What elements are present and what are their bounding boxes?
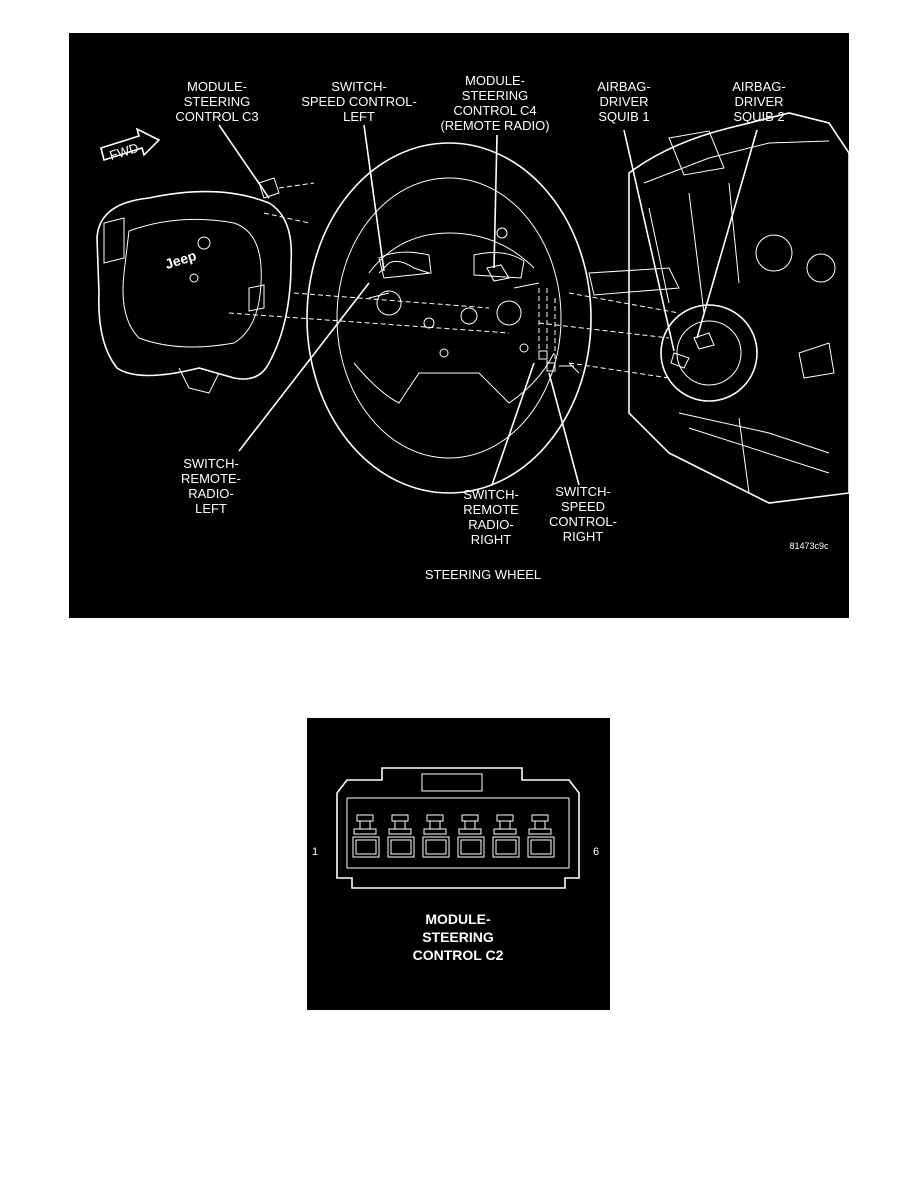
connector-pin	[492, 814, 520, 858]
steering-column	[588, 112, 849, 504]
leader-lines	[218, 124, 758, 486]
connector-pin	[352, 814, 380, 858]
svg-text:SQUIB 1: SQUIB 1	[598, 109, 649, 124]
connector-pin	[387, 814, 415, 858]
fwd-label: FWD	[108, 140, 141, 163]
svg-text:SQUIB 2: SQUIB 2	[733, 109, 784, 124]
svg-text:STEERING: STEERING	[184, 94, 250, 109]
svg-text:LEFT: LEFT	[195, 501, 227, 516]
svg-text:MODULE-: MODULE-	[465, 73, 525, 88]
svg-text:SPEED: SPEED	[561, 499, 605, 514]
svg-text:STEERING: STEERING	[422, 929, 494, 945]
svg-text:DRIVER: DRIVER	[599, 94, 648, 109]
svg-text:RIGHT: RIGHT	[471, 532, 512, 547]
svg-text:AIRBAG-: AIRBAG-	[597, 79, 650, 94]
svg-text:MODULE-: MODULE-	[425, 911, 491, 927]
svg-text:SWITCH-: SWITCH-	[183, 456, 239, 471]
svg-text:REMOTE: REMOTE	[463, 502, 519, 517]
svg-text:CONTROL-: CONTROL-	[549, 514, 617, 529]
callout-module-c4: MODULE- STEERING CONTROL C4 (REMOTE RADI…	[440, 73, 549, 133]
jeep-logo: Jeep	[163, 247, 198, 272]
assembly-lines	[228, 182, 680, 379]
svg-text:MODULE-: MODULE-	[187, 79, 247, 94]
connector-pins	[352, 814, 555, 858]
callout-squib-1: AIRBAG- DRIVER SQUIB 1	[597, 79, 650, 124]
connector-title: MODULE- STEERING CONTROL C2	[413, 911, 504, 963]
svg-text:DRIVER: DRIVER	[734, 94, 783, 109]
svg-text:SWITCH-: SWITCH-	[331, 79, 387, 94]
figure-ref-code: 81473c9c	[789, 541, 829, 551]
pin-6-label: 6	[593, 846, 599, 858]
connector-pin	[422, 814, 450, 858]
svg-text:CONTROL C2: CONTROL C2	[413, 947, 504, 963]
svg-text:STEERING: STEERING	[462, 88, 528, 103]
fwd-arrow: FWD	[100, 127, 161, 163]
steering-wheel	[306, 142, 592, 494]
svg-text:SWITCH-: SWITCH-	[555, 484, 611, 499]
callout-switch-speed-left: SWITCH- SPEED CONTROL- LEFT	[301, 79, 417, 124]
callout-remote-radio-right: SWITCH- REMOTE RADIO- RIGHT	[463, 487, 519, 547]
connector-pin	[457, 814, 485, 858]
wiring	[258, 177, 715, 374]
connector-c2-diagram: 1 6 MODULE- STEERING CONTROL C2	[307, 718, 610, 1010]
connector-drawing: 1 6 MODULE- STEERING CONTROL C2	[312, 767, 599, 963]
svg-text:AIRBAG-: AIRBAG-	[732, 79, 785, 94]
svg-text:RADIO-: RADIO-	[468, 517, 514, 532]
svg-text:CONTROL C4: CONTROL C4	[453, 103, 536, 118]
callout-module-c3: MODULE- STEERING CONTROL C3	[175, 79, 258, 124]
airbag-module: Jeep	[96, 190, 293, 394]
diagram-title: STEERING WHEEL	[425, 567, 541, 582]
connector-body	[336, 767, 580, 889]
svg-text:(REMOTE RADIO): (REMOTE RADIO)	[440, 118, 549, 133]
svg-text:RIGHT: RIGHT	[563, 529, 604, 544]
svg-text:REMOTE-: REMOTE-	[181, 471, 241, 486]
connector-pin	[527, 814, 555, 858]
pin-1-label: 1	[312, 846, 318, 858]
svg-text:SWITCH-: SWITCH-	[463, 487, 519, 502]
svg-text:SPEED CONTROL-: SPEED CONTROL-	[301, 94, 417, 109]
callout-remote-radio-left: SWITCH- REMOTE- RADIO- LEFT	[181, 456, 241, 516]
svg-text:LEFT: LEFT	[343, 109, 375, 124]
svg-text:CONTROL C3: CONTROL C3	[175, 109, 258, 124]
steering-wheel-drawing: FWD Jeep	[96, 73, 849, 582]
callout-squib-2: AIRBAG- DRIVER SQUIB 2	[732, 79, 785, 124]
steering-wheel-diagram: FWD Jeep	[69, 33, 849, 618]
svg-text:RADIO-: RADIO-	[188, 486, 234, 501]
callout-speed-right: SWITCH- SPEED CONTROL- RIGHT	[549, 484, 617, 544]
